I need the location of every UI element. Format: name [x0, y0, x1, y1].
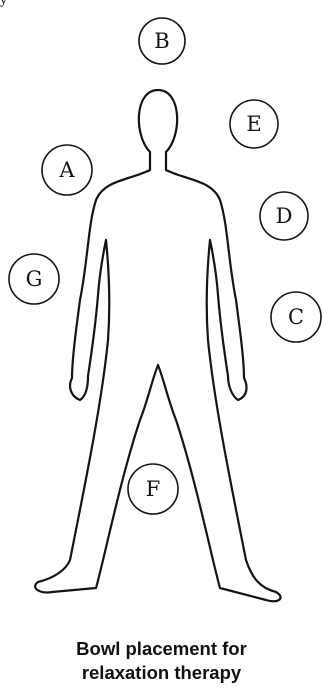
bowl-label-e: E: [246, 112, 261, 136]
bowl-marker-c: C: [271, 292, 321, 342]
bowl-marker-b: B: [139, 18, 185, 64]
bowl-marker-g: G: [9, 254, 59, 304]
bowl-placement-diagram: B E A D G C F: [0, 0, 323, 620]
caption-line-2: relaxation therapy: [0, 661, 323, 685]
bowl-marker-f: F: [128, 464, 178, 514]
bowl-label-g: G: [26, 267, 43, 291]
caption-line-1: Bowl placement for: [0, 637, 323, 661]
bowl-marker-d: D: [260, 192, 308, 240]
bowl-marker-a: A: [42, 145, 92, 195]
bowl-label-f: F: [146, 477, 161, 501]
bowl-label-d: D: [276, 204, 293, 228]
bowl-label-b: B: [154, 29, 169, 53]
bowl-label-c: C: [288, 305, 304, 329]
diagram-caption: Bowl placement for relaxation therapy: [0, 637, 323, 685]
bowl-marker-e: E: [230, 100, 278, 148]
bowl-label-a: A: [58, 158, 75, 182]
